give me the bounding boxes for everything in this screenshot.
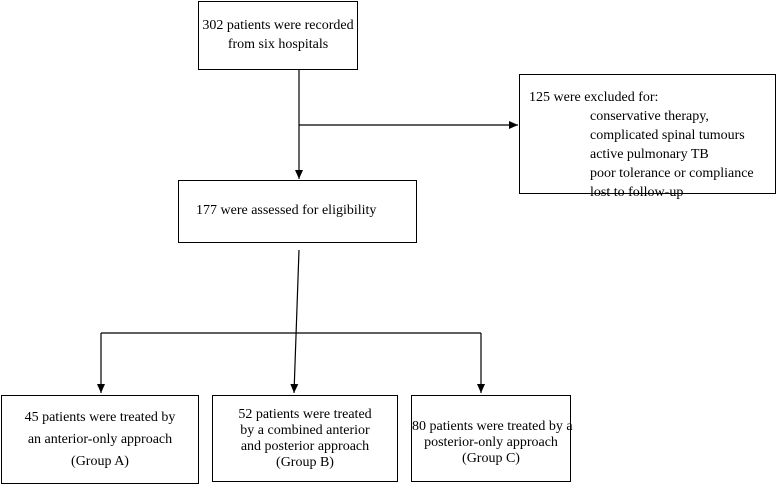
group-b-line: and posterior approach — [240, 439, 370, 454]
group-b-box: 52 patients were treated by a combined a… — [212, 395, 398, 482]
arrow-assessed-to-group-b — [290, 249, 300, 394]
group-c-line: 80 patients were treated by a — [412, 419, 573, 434]
group-c-box: 80 patients were treated by a posterior-… — [411, 395, 573, 482]
recorded-line-1: 302 patients were recorded — [202, 18, 354, 33]
group-c-line: (Group C) — [462, 451, 520, 466]
excluded-item: lost to follow-up — [590, 185, 684, 200]
group-a-line: (Group A) — [71, 454, 129, 469]
group-a-line: an anterior-only approach — [27, 432, 173, 447]
excluded-item: active pulmonary TB — [590, 147, 709, 162]
recorded-patients-box: 302 patients were recorded from six hosp… — [198, 1, 358, 70]
excluded-item: poor tolerance or compliance — [590, 166, 754, 181]
excluded-item: complicated spinal tumours — [590, 128, 745, 143]
group-a-line: 45 patients were treated by — [24, 410, 176, 425]
excluded-title: 125 were excluded for: — [529, 90, 659, 105]
excluded-item: conservative therapy, — [590, 109, 709, 124]
excluded-box: 125 were excluded for: conservative ther… — [519, 74, 776, 200]
group-b-line: 52 patients were treated — [238, 407, 372, 422]
group-c-line: posterior-only approach — [424, 435, 558, 450]
assessed-box: 177 were assessed for eligibility — [178, 180, 417, 243]
group-a-box: 45 patients were treated by an anterior-… — [1, 395, 199, 484]
assessed-text: 177 were assessed for eligibility — [196, 203, 377, 218]
group-b-line: (Group B) — [276, 455, 334, 470]
recorded-line-2: from six hospitals — [227, 37, 329, 52]
group-b-line: by a combined anterior — [240, 423, 370, 438]
